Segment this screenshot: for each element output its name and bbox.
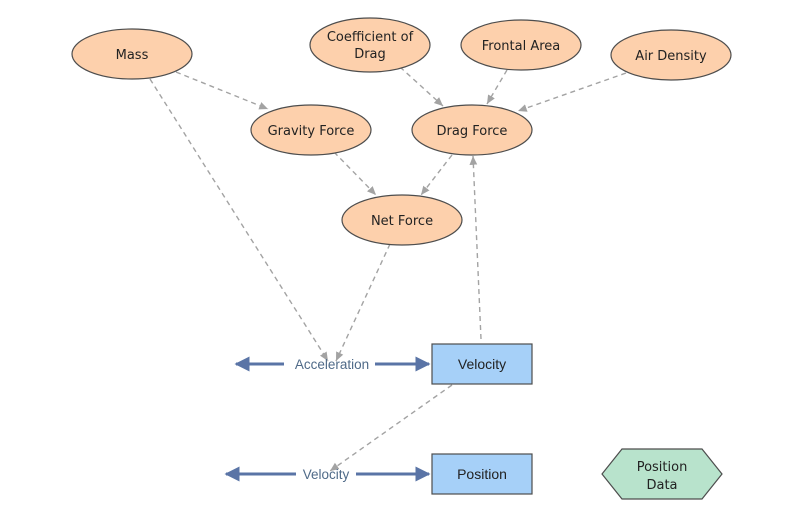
stock-position-label: Position	[457, 466, 507, 482]
link-coefficient-to-drag-force	[399, 66, 444, 107]
node-drag-force[interactable]: Drag Force	[411, 104, 533, 156]
node-frontal-area[interactable]: Frontal Area	[460, 19, 582, 71]
node-mass[interactable]: Mass	[71, 28, 193, 80]
node-coefficient-of-drag-label-line2: Drag	[354, 47, 386, 62]
link-mass-to-acceleration	[149, 78, 329, 362]
node-net-force[interactable]: Net Force	[341, 194, 463, 246]
converter-position-data-label-line1: Position	[637, 460, 688, 475]
link-frontal-area-to-drag-force	[486, 69, 508, 105]
node-frontal-area-label: Frontal Area	[482, 39, 561, 54]
flow-acceleration[interactable]: Acceleration	[234, 356, 431, 372]
node-coefficient-of-drag[interactable]: Coefficient of Drag	[309, 17, 431, 73]
node-mass-label: Mass	[116, 48, 149, 63]
node-gravity-force-label: Gravity Force	[268, 124, 355, 139]
node-gravity-force[interactable]: Gravity Force	[250, 104, 372, 156]
link-net-force-to-acceleration	[335, 243, 391, 362]
link-air-density-to-drag-force	[517, 72, 627, 112]
links	[149, 66, 627, 472]
converter-position-data-label-line2: Data	[646, 478, 677, 493]
converter-position-data[interactable]: Position Data	[601, 448, 723, 500]
stock-velocity-label: Velocity	[458, 356, 506, 372]
stock-position[interactable]: Position	[431, 453, 533, 495]
link-velocity-to-drag-force	[469, 155, 482, 340]
flow-acceleration-label: Acceleration	[295, 357, 369, 372]
link-drag-force-to-net-force	[420, 154, 453, 196]
node-drag-force-label: Drag Force	[437, 124, 508, 139]
node-net-force-label: Net Force	[371, 214, 433, 229]
link-velocity-to-velocity-flow	[329, 384, 453, 472]
flow-velocity[interactable]: Velocity	[224, 466, 431, 482]
link-mass-to-gravity-force	[175, 71, 269, 110]
node-coefficient-of-drag-label-line1: Coefficient of	[327, 30, 414, 45]
stock-velocity[interactable]: Velocity	[431, 343, 533, 385]
node-air-density[interactable]: Air Density	[610, 29, 732, 81]
link-gravity-force-to-net-force	[333, 151, 377, 196]
flow-velocity-label: Velocity	[303, 467, 350, 482]
node-air-density-label: Air Density	[635, 49, 707, 64]
